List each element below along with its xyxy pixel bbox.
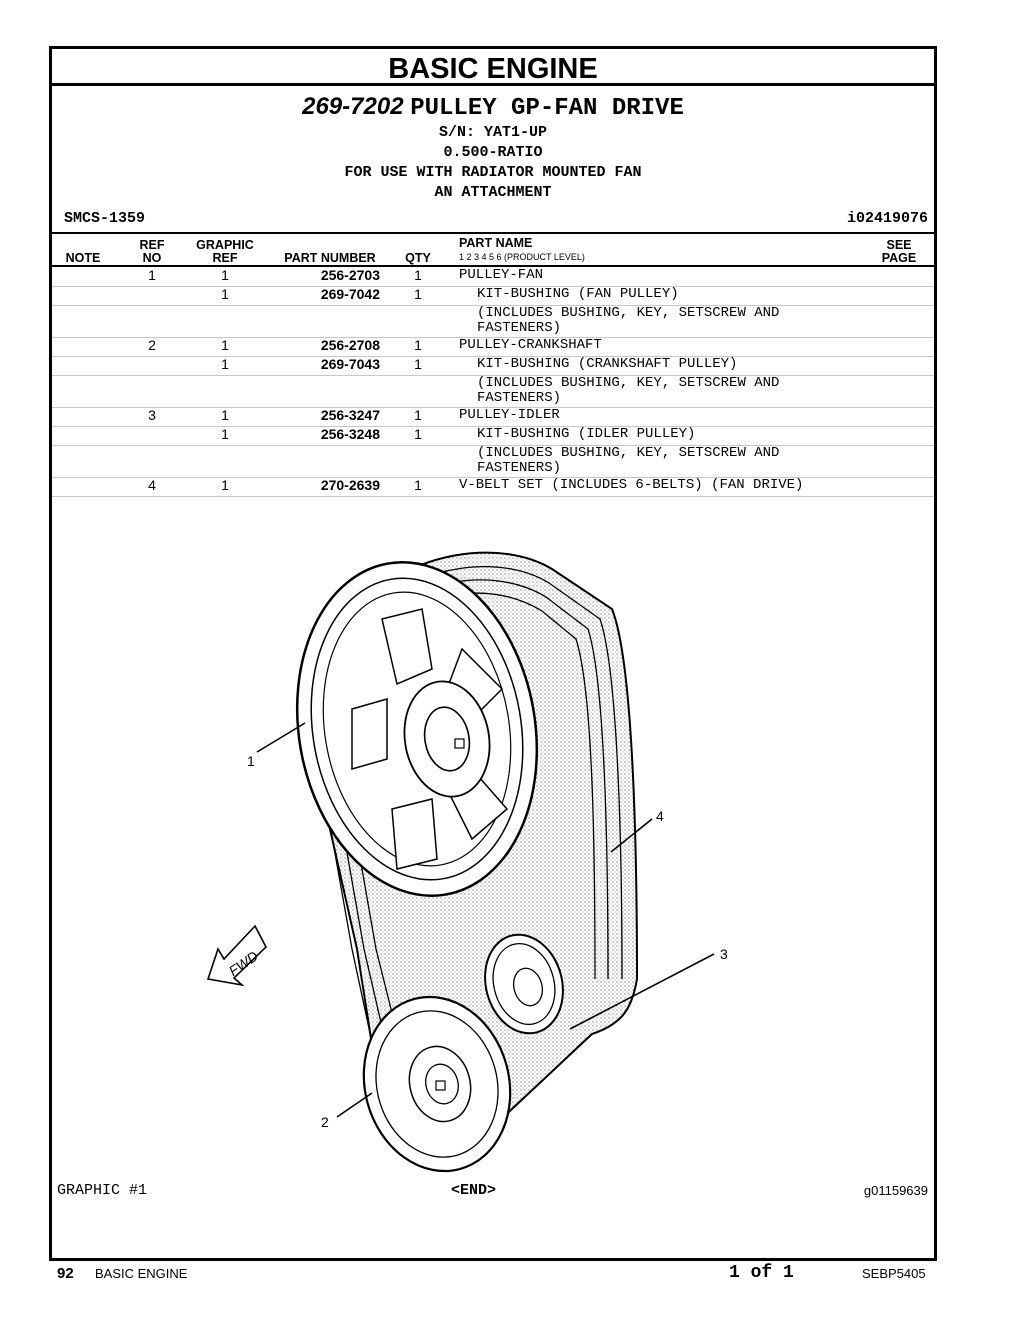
graphic-ref-cell: 1: [221, 356, 229, 372]
footer-doc-number: SEBP5405: [862, 1266, 926, 1281]
part-name-cell: (INCLUDES BUSHING, KEY, SETSCREW AND FAS…: [477, 375, 780, 406]
graphic-ref-cell: 1: [221, 337, 229, 353]
table-row: 3 1 256-3247 1 PULLEY-IDLER: [52, 407, 934, 427]
part-name-cell: PULLEY-FAN: [459, 267, 544, 283]
header-bottom-rule: [52, 265, 934, 267]
part-name-cell: KIT-BUSHING (FAN PULLEY): [477, 286, 679, 302]
page-frame: BASIC ENGINE 269-7202 PULLEY GP-FAN DRIV…: [49, 46, 937, 1261]
header-top-rule: [52, 232, 934, 234]
header-part-name: PART NAME: [459, 236, 533, 250]
part-number-cell: 269-7042: [320, 286, 380, 302]
ref-no-cell: 4: [148, 477, 156, 493]
header-product-levels: 1 2 3 4 5 6 (PRODUCT LEVEL): [459, 252, 585, 262]
header-ref-no: REF NO: [132, 239, 172, 265]
ref-no-cell: 2: [148, 337, 156, 353]
part-name-cell: (INCLUDES BUSHING, KEY, SETSCREW AND FAS…: [477, 445, 780, 476]
footer-page-of: 1 of 1: [729, 1263, 794, 1283]
part-name-cell: PULLEY-IDLER: [459, 407, 560, 423]
qty-cell: 1: [414, 426, 422, 442]
part-number-cell: 256-2703: [320, 267, 380, 283]
header-see-page: SEE PAGE: [874, 239, 924, 265]
section-title: BASIC ENGINE: [52, 49, 934, 86]
ref-no-cell: 3: [148, 407, 156, 423]
header-see-page-line1: SEE: [886, 238, 912, 252]
table-row: (INCLUDES BUSHING, KEY, SETSCREW AND FAS…: [52, 375, 934, 408]
usage-note: FOR USE WITH RADIATOR MOUNTED FAN: [344, 164, 642, 181]
qty-cell: 1: [414, 407, 422, 423]
group-title: 269-7202 PULLEY GP-FAN DRIVE: [52, 93, 934, 122]
part-name-cell: V-BELT SET (INCLUDES 6-BELTS) (FAN DRIVE…: [459, 477, 804, 493]
header-graphic-ref: GRAPHIC REF: [190, 239, 260, 265]
table-row: 1 269-7042 1 KIT-BUSHING (FAN PULLEY): [52, 286, 934, 306]
qty-cell: 1: [414, 356, 422, 372]
header-graphic-ref-line1: GRAPHIC: [196, 238, 254, 252]
callout-4: 4: [656, 808, 664, 824]
part-number-cell: 269-7043: [320, 356, 380, 372]
part-number-cell: 270-2639: [320, 477, 380, 493]
table-row: 1 1 256-2703 1 PULLEY-FAN: [52, 267, 934, 287]
idler-pulley: [484, 933, 564, 1035]
header-ref-no-line2: NO: [142, 251, 162, 265]
serial-number: S/N: YAT1-UP: [438, 124, 548, 141]
part-name-cell: KIT-BUSHING (CRANKSHAFT PULLEY): [477, 356, 738, 372]
graphic-label: GRAPHIC #1: [57, 1182, 148, 1199]
footer-section: BASIC ENGINE: [95, 1266, 188, 1281]
footer-page-number: 92: [57, 1265, 74, 1282]
illustration-id: i02419076: [846, 210, 928, 227]
pulley-illustration: FWD 1 4 3 2: [206, 551, 728, 1173]
header-qty: QTY: [405, 251, 431, 265]
header-graphic-ref-line2: REF: [212, 251, 238, 265]
part-name-cell: (INCLUDES BUSHING, KEY, SETSCREW AND FAS…: [477, 305, 780, 336]
end-marker: <END>: [451, 1182, 497, 1199]
part-name-cell: KIT-BUSHING (IDLER PULLEY): [477, 426, 696, 442]
header-part-number: PART NUMBER: [284, 251, 376, 265]
part-number-cell: 256-3248: [320, 426, 380, 442]
graphic-id: g01159639: [863, 1183, 928, 1198]
qty-cell: 1: [414, 337, 422, 353]
smcs-code: SMCS-1359: [64, 210, 146, 227]
table-row: (INCLUDES BUSHING, KEY, SETSCREW AND FAS…: [52, 305, 934, 338]
qty-cell: 1: [414, 477, 422, 493]
table-row: (INCLUDES BUSHING, KEY, SETSCREW AND FAS…: [52, 445, 934, 478]
qty-cell: 1: [414, 267, 422, 283]
callout-3: 3: [720, 946, 728, 962]
ref-no-cell: 1: [148, 267, 156, 283]
group-part-number: 269-7202: [302, 93, 404, 120]
table-row: 2 1 256-2708 1 PULLEY-CRANKSHAFT: [52, 337, 934, 357]
graphic-ref-cell: 1: [221, 426, 229, 442]
callout-1: 1: [247, 753, 255, 769]
graphic-ref-cell: 1: [221, 407, 229, 423]
graphic-ref-cell: 1: [221, 477, 229, 493]
qty-cell: 1: [414, 286, 422, 302]
fwd-arrow-icon: FWD: [206, 924, 267, 987]
header-see-page-line2: PAGE: [881, 251, 917, 265]
crankshaft-pulley: [362, 995, 512, 1173]
graphic-ref-cell: 1: [221, 286, 229, 302]
part-number-cell: 256-3247: [320, 407, 380, 423]
part-name-cell: PULLEY-CRANKSHAFT: [459, 337, 602, 353]
header-note: NOTE: [65, 251, 101, 265]
graphic-ref-cell: 1: [221, 267, 229, 283]
table-row: 4 1 270-2639 1 V-BELT SET (INCLUDES 6-BELTS)…: [52, 477, 934, 497]
fan-pulley: [295, 561, 539, 897]
table-row: 1 269-7043 1 KIT-BUSHING (CRANKSHAFT PULLEY…: [52, 356, 934, 376]
group-name: PULLEY GP-FAN DRIVE: [410, 95, 684, 122]
callout-2: 2: [321, 1114, 329, 1130]
attachment-note: AN ATTACHMENT: [434, 184, 552, 201]
callout-leaders: [256, 722, 715, 1118]
part-number-cell: 256-2708: [320, 337, 380, 353]
ratio-note: 0.500-RATIO: [443, 144, 543, 161]
header-ref-no-line1: REF: [139, 238, 165, 252]
table-row: 1 256-3248 1 KIT-BUSHING (IDLER PULLEY): [52, 426, 934, 446]
